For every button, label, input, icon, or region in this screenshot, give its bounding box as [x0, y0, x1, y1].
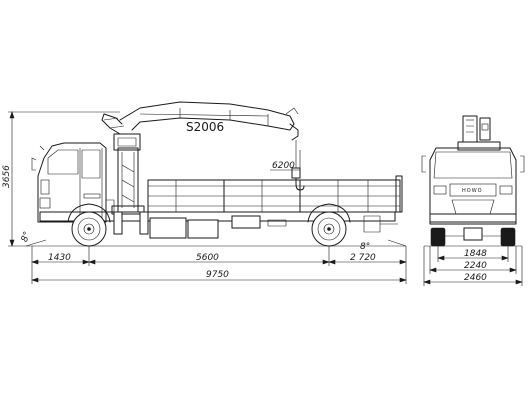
- side-view: S2006: [31, 101, 406, 247]
- departure-angle-label: 8°: [360, 242, 370, 252]
- front-dimensions: 1848 2240 2460: [423, 246, 523, 286]
- crane-column: [101, 113, 149, 235]
- battery-box: [187, 219, 219, 239]
- mirror: [31, 157, 37, 171]
- front-crane-top: [457, 115, 501, 151]
- cargo-body: [147, 175, 403, 213]
- outrigger-right: [139, 211, 149, 235]
- cab-step: [106, 199, 115, 222]
- rear-bumper-box: [363, 215, 381, 233]
- front-overhang-label: 1430: [48, 253, 71, 263]
- front-cab: [429, 147, 517, 223]
- crane-model-label: S2006: [186, 120, 224, 134]
- cab-door-handle: [83, 193, 101, 199]
- hook-reach-label: 6200: [272, 161, 295, 171]
- fuel-tank: [149, 217, 187, 239]
- front-bumper: [429, 213, 517, 225]
- overall-length-label: 9750: [206, 270, 229, 280]
- crane-turret: [113, 133, 141, 151]
- rear-overhang-label: 2 720: [350, 253, 376, 263]
- track-width-label: 1848: [464, 249, 487, 259]
- body-width-label: 2240: [464, 261, 487, 271]
- cab-headlight: [40, 179, 50, 195]
- left-mirror: [421, 155, 426, 173]
- front-view: HOWO: [421, 115, 525, 247]
- chassis-equipment: [149, 215, 398, 239]
- cab: [31, 142, 115, 223]
- side-dimensions: 3656 6200 1430 5600 2 720 9750 8° 8°: [2, 111, 407, 284]
- cab-side-window: [47, 149, 79, 175]
- front-view-wheels: [430, 227, 516, 247]
- front-brand-label: HOWO: [462, 188, 483, 194]
- right-headlight: [499, 185, 513, 195]
- approach-angle-label: 8°: [20, 230, 33, 243]
- overall-height-label: 3656: [2, 165, 12, 188]
- crane-boom: [103, 101, 299, 141]
- cab-door-window: [81, 149, 101, 179]
- windshield: [433, 151, 513, 179]
- cab-bumper-block: [39, 197, 51, 209]
- tool-box: [231, 215, 261, 229]
- front-wheel: [67, 203, 111, 247]
- right-mirror: [520, 155, 525, 173]
- front-grille: [449, 183, 497, 197]
- wheelbase-label: 5600: [196, 253, 219, 263]
- overall-width-label: 2460: [464, 273, 487, 283]
- left-headlight: [433, 185, 447, 195]
- rear-wheel: [307, 203, 351, 247]
- outrigger-left: [113, 211, 123, 235]
